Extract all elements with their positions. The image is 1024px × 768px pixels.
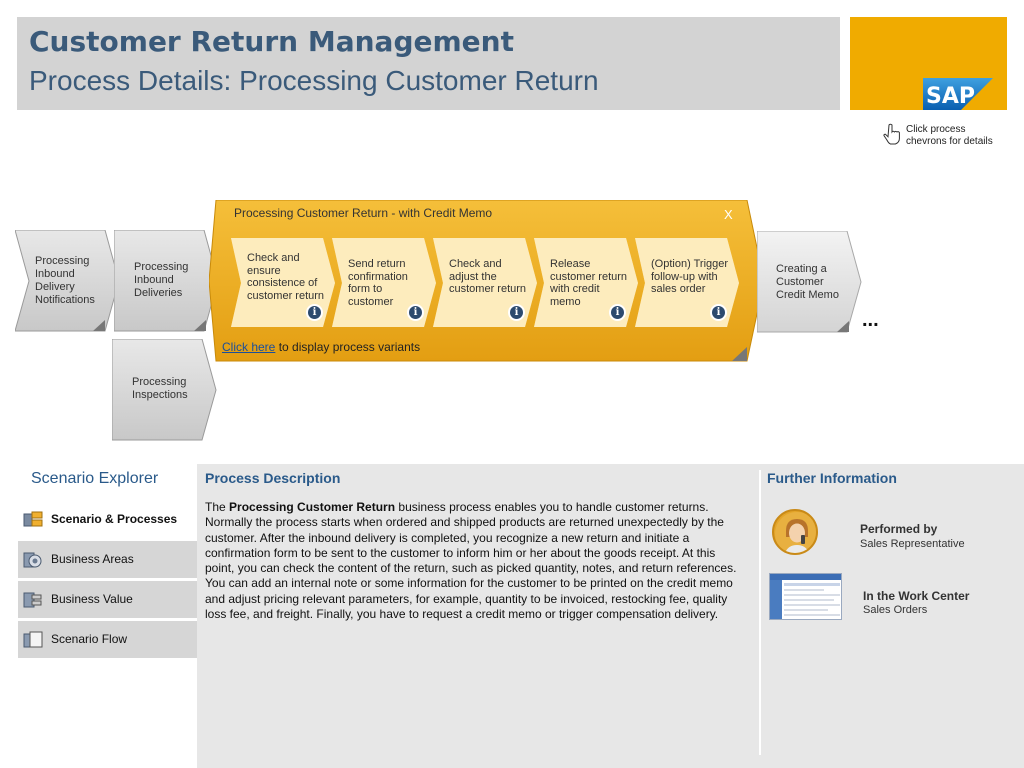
- person-icon: [775, 512, 816, 553]
- chevron-inbound-deliveries[interactable]: Processing Inbound Deliveries: [114, 230, 220, 332]
- chevron-shape: [112, 339, 217, 441]
- chevron-shape: [15, 230, 120, 332]
- header-banner: Customer Return Management Process Detai…: [17, 17, 840, 110]
- performed-by-label: Performed by: [860, 522, 938, 536]
- step-label: Check and ensure consistence of customer…: [247, 252, 325, 302]
- scenario-processes-icon: [23, 511, 43, 527]
- process-description-title: Process Description: [205, 470, 341, 486]
- chevron-label: Processing Inbound Delivery Notification…: [35, 255, 95, 306]
- chevron-label: Processing Inbound Deliveries: [134, 261, 189, 299]
- info-icon[interactable]: i: [508, 304, 525, 321]
- hint-note: Click process chevrons for details: [882, 123, 1007, 153]
- step-label: Release customer return with credit memo: [550, 258, 628, 308]
- sap-logo-panel: SAP: [850, 17, 1007, 110]
- scenario-explorer-title: Scenario Explorer: [31, 470, 159, 487]
- info-icon[interactable]: i: [407, 304, 424, 321]
- nav-scenario-flow[interactable]: Scenario Flow: [18, 621, 197, 658]
- step-label: Send return confirmation form to custome…: [348, 258, 408, 308]
- chevron-customer-credit-memo[interactable]: Creating a Customer Credit Memo: [757, 231, 863, 333]
- info-icon[interactable]: i: [710, 304, 727, 321]
- process-panel-title: Processing Customer Return - with Credit…: [234, 206, 493, 220]
- description-body: business process enables you to handle c…: [205, 500, 737, 622]
- work-center-value: Sales Orders: [863, 604, 928, 616]
- nav-label: Scenario Flow: [51, 632, 128, 646]
- hand-pointer-icon: [883, 123, 900, 145]
- sap-logo-text: SAP: [926, 84, 975, 109]
- process-description-text: The Processing Customer Return business …: [205, 500, 745, 622]
- chevron-inbound-delivery-notifications[interactable]: Processing Inbound Delivery Notification…: [15, 230, 120, 332]
- process-step-2[interactable]: Send return confirmation form to custome…: [332, 238, 440, 328]
- step-label: (Option) Trigger follow-up with sales or…: [651, 258, 729, 295]
- more-indicator: ...: [862, 309, 879, 331]
- process-variants-suffix: to display process variants: [275, 340, 421, 354]
- info-icon[interactable]: i: [609, 304, 626, 321]
- sap-logo: SAP: [923, 78, 993, 110]
- further-information-title: Further Information: [767, 470, 897, 486]
- page-subtitle: Process Details: Processing Customer Ret…: [29, 65, 599, 96]
- chevron-inspections[interactable]: Processing Inspections: [112, 339, 218, 441]
- step-label: Check and adjust the customer return: [449, 258, 527, 295]
- process-step-1[interactable]: Check and ensure consistence of customer…: [231, 238, 339, 328]
- performed-by-value: Sales Representative: [860, 538, 965, 550]
- process-step-3[interactable]: Check and adjust the customer return i: [433, 238, 541, 328]
- process-step-5[interactable]: (Option) Trigger follow-up with sales or…: [635, 238, 743, 328]
- description-bold: Processing Customer Return: [229, 500, 396, 514]
- nav-label: Business Value: [51, 592, 133, 606]
- work-center-thumbnail: [769, 573, 842, 620]
- close-icon[interactable]: X: [724, 207, 733, 222]
- description-panel: [197, 464, 1024, 768]
- work-center-label: In the Work Center: [863, 589, 970, 603]
- nav-scenario-processes[interactable]: Scenario & Processes: [18, 501, 197, 538]
- business-value-icon: [23, 592, 42, 608]
- screen-thumbnail-icon: [770, 574, 841, 619]
- chevron-shape: [757, 231, 862, 333]
- nav-label: Scenario & Processes: [51, 512, 178, 526]
- page-title: Customer Return Management: [29, 25, 514, 58]
- process-variants-line: Click here to display process variants: [222, 340, 420, 354]
- chevron-label: Processing Inspections: [132, 376, 188, 401]
- info-icon[interactable]: i: [306, 304, 323, 321]
- chevron-label: Creating a Customer Credit Memo: [776, 263, 839, 301]
- business-areas-icon: [23, 552, 42, 568]
- description-lead: The: [205, 500, 230, 514]
- scenario-flow-icon: [23, 631, 43, 648]
- process-step-4[interactable]: Release customer return with credit memo…: [534, 238, 642, 328]
- nav-business-areas[interactable]: Business Areas: [18, 541, 197, 578]
- nav-business-value[interactable]: Business Value: [18, 581, 197, 618]
- hint-text: Click process chevrons for details: [906, 124, 993, 147]
- process-variants-link[interactable]: Click here: [222, 340, 276, 354]
- sales-rep-avatar: [772, 509, 818, 555]
- nav-label: Business Areas: [51, 552, 134, 566]
- panel-divider: [759, 470, 761, 755]
- process-panel: Processing Customer Return - with Credit…: [209, 200, 765, 362]
